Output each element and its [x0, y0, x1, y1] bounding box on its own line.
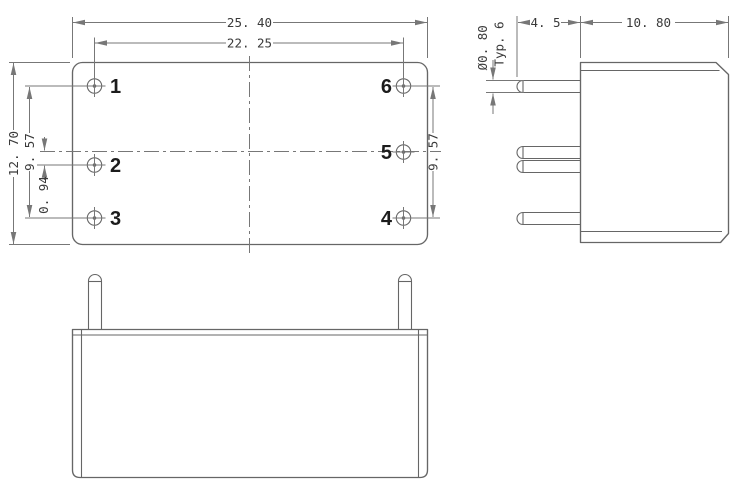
side-pin-row-top: [516, 79, 580, 94]
pin-label-4: 4: [381, 208, 393, 230]
pin-label-6: 6: [381, 76, 392, 98]
side-view-body: [579, 61, 730, 244]
pin-symbol-5: [392, 141, 415, 163]
dim-overall-width: 25. 40: [72, 15, 428, 58]
dim-text-overall-width: 25. 40: [227, 15, 272, 30]
dim-pin-length: 4. 5: [516, 15, 581, 77]
pin-symbol-4: [392, 207, 415, 229]
dim-text-pin-diameter-qty: Typ. 6: [492, 21, 507, 66]
dim-text-pin-diameter-value: Ø0. 80: [475, 25, 490, 70]
side-pin-row-middle-lower: [516, 159, 580, 174]
dim-text-pin-diameter: Ø0. 80 Typ. 6: [475, 18, 507, 71]
dim-overall-height: 12. 70: [6, 62, 70, 245]
dim-text-pin2-center-offset: 0. 94: [36, 176, 51, 214]
pin-symbol-3: [83, 207, 106, 229]
pin-label-1: 1: [110, 76, 121, 98]
dim-text-pin-column-span: 22. 25: [227, 36, 272, 51]
dim-body-depth: 10. 80: [581, 15, 729, 58]
dim-text-pin-row-span-left: 9. 57: [22, 133, 37, 171]
side-pin-row-bottom: [516, 211, 580, 226]
bottom-front-view: [71, 273, 429, 479]
dim-pin-row-span-right: 9. 57: [414, 85, 441, 219]
dim-text-body-depth: 10. 80: [626, 15, 671, 30]
dim-text-pin-length: 4. 5: [530, 15, 560, 30]
top-view: 1 2 3 6 5 4 25. 40 22. 25 12. 70: [6, 15, 441, 256]
dim-pin-diameter: Ø0. 80 Typ. 6: [475, 18, 524, 114]
front-view-body: [71, 328, 429, 479]
dim-pin2-center-offset: 0. 94: [36, 137, 84, 214]
pin-symbol-2: [83, 154, 106, 176]
side-view: 4. 5 10. 80 Ø0. 80 Typ. 6: [475, 15, 730, 244]
pin-label-2: 2: [110, 155, 121, 177]
dim-pin-column-span: 22. 25: [94, 36, 404, 76]
dim-pin-row-span-left: 9. 57: [22, 85, 84, 219]
side-pin-row-middle-upper: [516, 145, 580, 160]
dim-text-overall-height: 12. 70: [6, 131, 21, 176]
front-pin-right: [397, 273, 413, 329]
pin-symbol-1: [83, 75, 106, 97]
dim-text-pin-row-span-right: 9. 57: [426, 133, 441, 171]
pin-symbol-6: [392, 75, 415, 97]
front-pin-left: [87, 273, 103, 329]
pin-label-3: 3: [110, 208, 121, 230]
pin-label-5: 5: [381, 142, 392, 164]
